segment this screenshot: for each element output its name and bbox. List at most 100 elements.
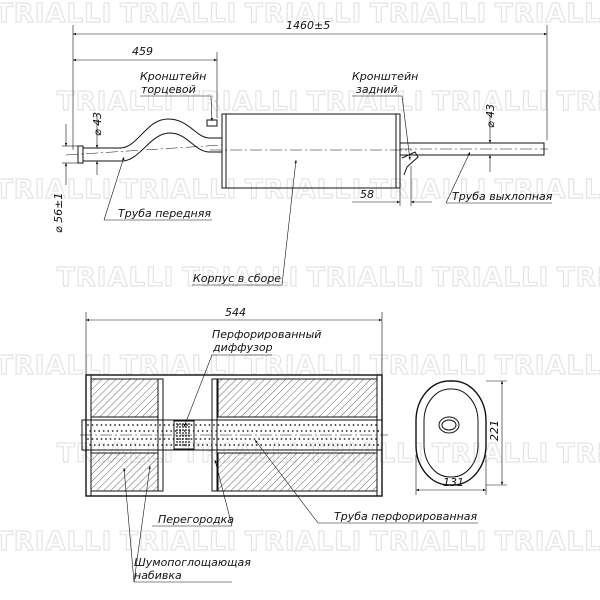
perforation-hole bbox=[215, 444, 218, 446]
perforation-hole bbox=[145, 424, 148, 426]
perforation-hole bbox=[143, 430, 146, 432]
perforation-hole bbox=[206, 430, 209, 432]
perforation-hole bbox=[154, 424, 157, 426]
label-rear-bracket-line2: задний bbox=[356, 83, 398, 96]
watermark-logo: TRIALLI bbox=[57, 87, 174, 117]
perforation-hole bbox=[100, 438, 103, 440]
diffuser-hole bbox=[182, 429, 184, 431]
diffuser-hole bbox=[188, 435, 190, 437]
front-pipe bbox=[83, 118, 222, 162]
perforation-hole bbox=[345, 444, 348, 446]
perforation-hole bbox=[161, 444, 164, 446]
rear-bracket bbox=[401, 151, 419, 176]
end-view-outline bbox=[415, 380, 487, 486]
perforation-hole bbox=[267, 438, 269, 440]
watermark-logo: TRIALLI bbox=[120, 527, 237, 557]
perforation-hole bbox=[357, 424, 359, 426]
perforation-hole bbox=[159, 424, 161, 426]
perforation-hole bbox=[343, 438, 346, 440]
perforation-hole bbox=[208, 424, 211, 426]
perforation-hole bbox=[366, 424, 368, 426]
perforation-hole bbox=[325, 438, 328, 440]
diffuser-hole bbox=[182, 423, 184, 425]
watermark-logo: TRIALLI bbox=[57, 263, 174, 293]
watermark-logo: TRIALLI bbox=[432, 263, 549, 293]
watermark-logo: TRIALLI bbox=[307, 87, 424, 117]
perforation-hole bbox=[134, 444, 137, 446]
perforation-hole bbox=[129, 444, 132, 446]
diffuser-hole bbox=[185, 432, 187, 434]
perforation-hole bbox=[210, 444, 213, 446]
perforation-hole bbox=[217, 438, 220, 440]
perforation-hole bbox=[91, 438, 94, 440]
perforation-hole bbox=[213, 438, 215, 440]
perforation-hole bbox=[143, 444, 146, 446]
perforation-hole bbox=[354, 444, 357, 446]
perforation-hole bbox=[150, 438, 152, 440]
diffuser-hole bbox=[179, 435, 181, 437]
perforation-hole bbox=[107, 430, 110, 432]
perforation-hole bbox=[201, 444, 204, 446]
label-diffuser-line2: диффузор bbox=[212, 341, 273, 354]
perforation-hole bbox=[285, 438, 287, 440]
perforation-hole bbox=[352, 438, 355, 440]
perforation-hole bbox=[350, 430, 353, 432]
perforation-hole bbox=[305, 444, 308, 446]
perforation-hole bbox=[294, 424, 296, 426]
perforation-hole bbox=[156, 430, 159, 432]
watermark-logo: TRIALLI bbox=[557, 87, 600, 117]
perforation-hole bbox=[334, 424, 337, 426]
diffuser-hole bbox=[182, 426, 184, 428]
perforation-hole bbox=[300, 430, 303, 432]
perforation-hole bbox=[174, 430, 177, 432]
perforation-hole bbox=[303, 424, 305, 426]
perforation-hole bbox=[195, 438, 197, 440]
watermark-layer: TRIALLI TRIALLI TRIALLI TRIALLI TRIALLI TRIAL… bbox=[0, 0, 600, 558]
diffuser-hole bbox=[188, 444, 190, 446]
label-rear-bracket-line1: Кронштейн bbox=[352, 70, 418, 83]
label-tail-pipe: Труба выхлопная bbox=[452, 190, 553, 203]
perforation-hole bbox=[289, 424, 292, 426]
perforation-hole bbox=[190, 424, 193, 426]
perforation-hole bbox=[120, 430, 123, 432]
perforation-hole bbox=[145, 438, 148, 440]
perforation-hole bbox=[314, 430, 317, 432]
dim-body-length: 544 bbox=[225, 306, 246, 319]
watermark-logo: TRIALLI bbox=[0, 0, 112, 29]
perforation-hole bbox=[307, 424, 310, 426]
perforation-hole bbox=[350, 444, 353, 446]
perforation-hole bbox=[183, 444, 186, 446]
perforation-hole bbox=[368, 430, 371, 432]
perforation-hole bbox=[242, 430, 245, 432]
perforation-hole bbox=[138, 444, 141, 446]
perforation-hole bbox=[102, 430, 105, 432]
diffuser-hole bbox=[188, 426, 190, 428]
perforation-hole bbox=[206, 444, 209, 446]
perforation-hole bbox=[237, 444, 240, 446]
perforation-hole bbox=[109, 424, 112, 426]
label-packing-line2: набивка bbox=[134, 569, 182, 582]
perforation-hole bbox=[127, 438, 130, 440]
perforation-hole bbox=[300, 444, 303, 446]
perforation-hole bbox=[273, 430, 276, 432]
end-view-pipe-outer bbox=[438, 416, 460, 434]
perforation-hole bbox=[258, 424, 260, 426]
perforation-hole bbox=[246, 444, 249, 446]
perforation-hole bbox=[269, 444, 272, 446]
perforation-hole bbox=[96, 424, 98, 426]
perforation-hole bbox=[309, 430, 312, 432]
perforation-hole bbox=[307, 438, 310, 440]
perforation-hole bbox=[318, 444, 321, 446]
perforation-hole bbox=[352, 424, 355, 426]
perforation-hole bbox=[278, 430, 281, 432]
diffuser-hole bbox=[176, 429, 178, 431]
packing-upper-right bbox=[217, 378, 378, 418]
perforation-hole bbox=[323, 430, 326, 432]
perforation-hole bbox=[372, 430, 375, 432]
perforation-hole bbox=[147, 444, 150, 446]
perforation-hole bbox=[249, 438, 251, 440]
watermark-logo: TRIALLI bbox=[120, 0, 237, 29]
watermark-logo: TRIALLI bbox=[0, 527, 112, 557]
label-perforated-pipe: Труба перфорированная bbox=[334, 510, 478, 523]
